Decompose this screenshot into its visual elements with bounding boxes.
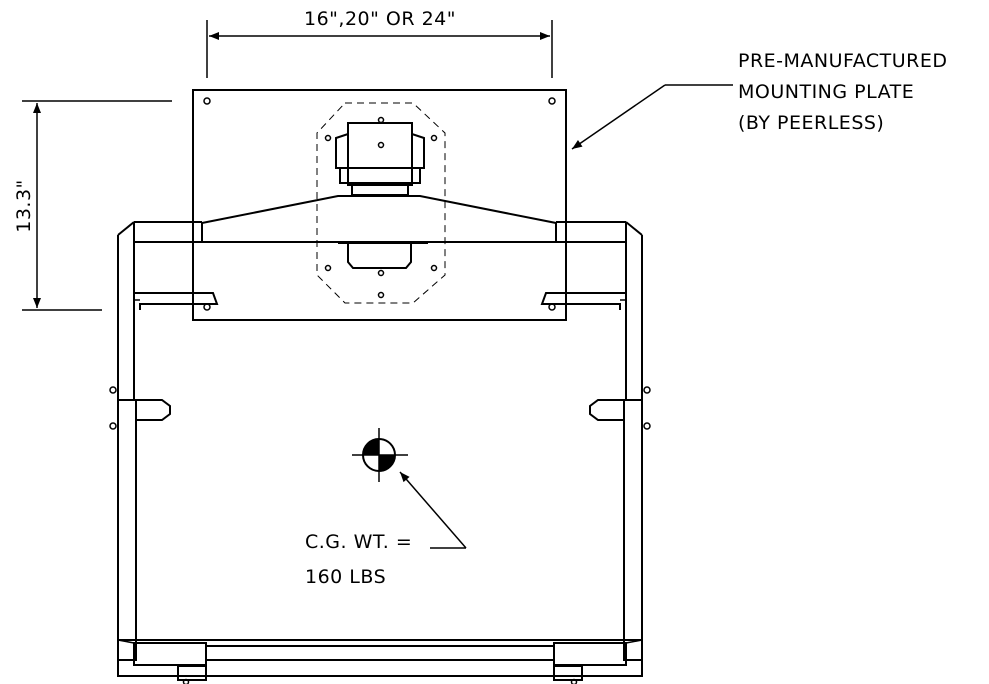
lower-bracket [338,242,428,269]
plate-leader [571,84,733,150]
plate-callout-line-3: (BY PEERLESS) [738,112,884,134]
frame [109,221,651,684]
height-dimension-label: 13.3" [13,179,35,233]
cg-callout-line-1: C.G. WT. = [305,531,412,553]
plate-callout-line-1: PRE-MANUFACTURED [738,50,948,72]
cross-member [201,195,557,243]
plate-callout-line-2: MOUNTING PLATE [738,81,914,103]
center-of-gravity-symbol [352,428,408,482]
adapter-outline [316,102,446,304]
width-dimension-label: 16",20" OR 24" [304,8,456,30]
cg-callout-line-2: 160 LBS [305,566,386,588]
upper-bracket [335,122,425,196]
width-dimension: 16",20" OR 24" [206,8,553,78]
height-dimension: 13.3" [13,100,172,311]
mounting-plate [192,89,567,321]
cg-leader [399,471,467,549]
